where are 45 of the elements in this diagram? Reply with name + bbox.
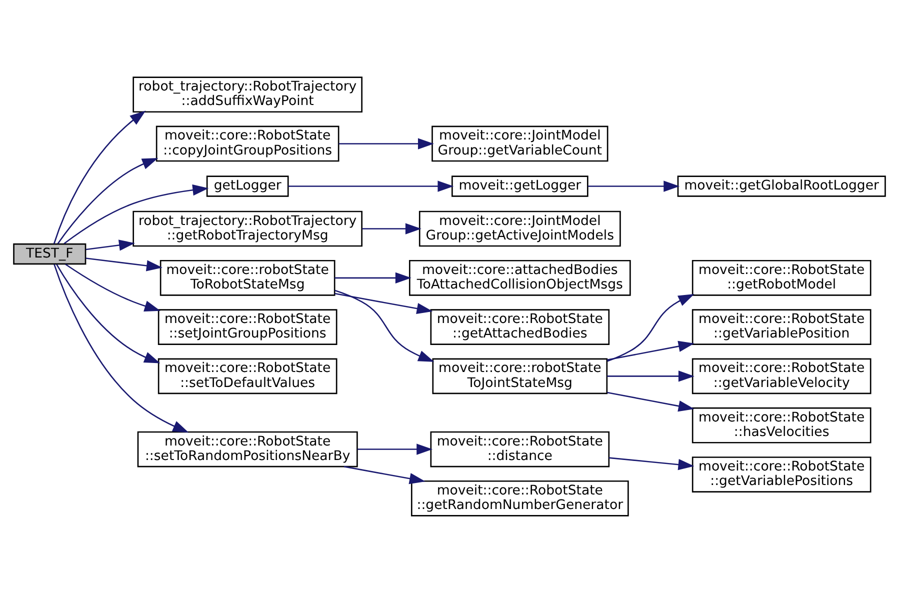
arrow [344,466,426,484]
arrow [334,272,412,284]
arrow [334,290,434,362]
node-box: moveit::core::RobotState ::distance [430,431,610,468]
node-box: moveit::core::JointModel Group::getActiveJointModels [418,210,621,247]
arrow [334,292,433,314]
arrow [288,180,454,192]
node-box: moveit::core::RobotState ::getVariableVelocity [692,358,872,394]
node-box: getLogger [206,176,289,197]
arrow [362,223,422,234]
arrow [54,264,189,433]
arrow [57,158,158,244]
arrow [607,370,694,382]
node-box: moveit::core::RobotState ::copyJointGroupPositions [156,126,340,162]
node-box: moveit::core::RobotState ::setToRandomPositionsNearBy [137,431,358,468]
arrow [65,264,160,312]
arrow [357,444,433,455]
node-box: moveit::core::RobotState ::hasVelocities [692,407,872,444]
arrow [56,264,160,364]
node-box: moveit::core::JointModel Group::getVariableCount [432,126,608,162]
arrow [588,180,680,192]
arrow [608,457,694,470]
node-box: moveit::core::attachedBodies ToAttachedCollisionObjectMsgs [408,260,631,296]
node-box: moveit::core::RobotState ::getRobotModel [692,260,872,296]
node-box: moveit::getLogger [451,176,588,197]
arrow [64,184,209,244]
node-box: moveit::getGlobalRootLogger [677,176,886,197]
arrow [53,110,146,244]
node-box: moveit::core::RobotState ::getVariablePositions [692,456,872,492]
node-box: robot_trajectory::RobotTrajectory ::addSuffixWayPoint [132,76,362,113]
node-box: moveit::core::robotState ToRobotStateMsg [160,260,336,296]
node-box: moveit::core::RobotState ::getAttachedBodies [430,309,610,345]
arrow [86,240,135,251]
arrow [607,340,694,361]
node-box: moveit::core::robotState ToJointStateMsg [432,358,608,394]
node-box: moveit::core::RobotState ::getVariablePosition [692,309,872,345]
arrow [86,258,162,272]
node-box: moveit::core::RobotState ::setJointGroupPositions [158,309,338,345]
arrow [607,294,694,362]
arrow [607,392,694,412]
arrow [338,138,434,150]
node-box: robot_trajectory::RobotTrajectory ::getRobotTrajectoryMsg [132,210,362,247]
node-box: moveit::core::RobotState ::getRandomNumberGenerator [410,480,629,516]
node-box: TEST_F [13,243,86,265]
node-box: moveit::core::RobotState ::setToDefaultValues [158,358,338,394]
